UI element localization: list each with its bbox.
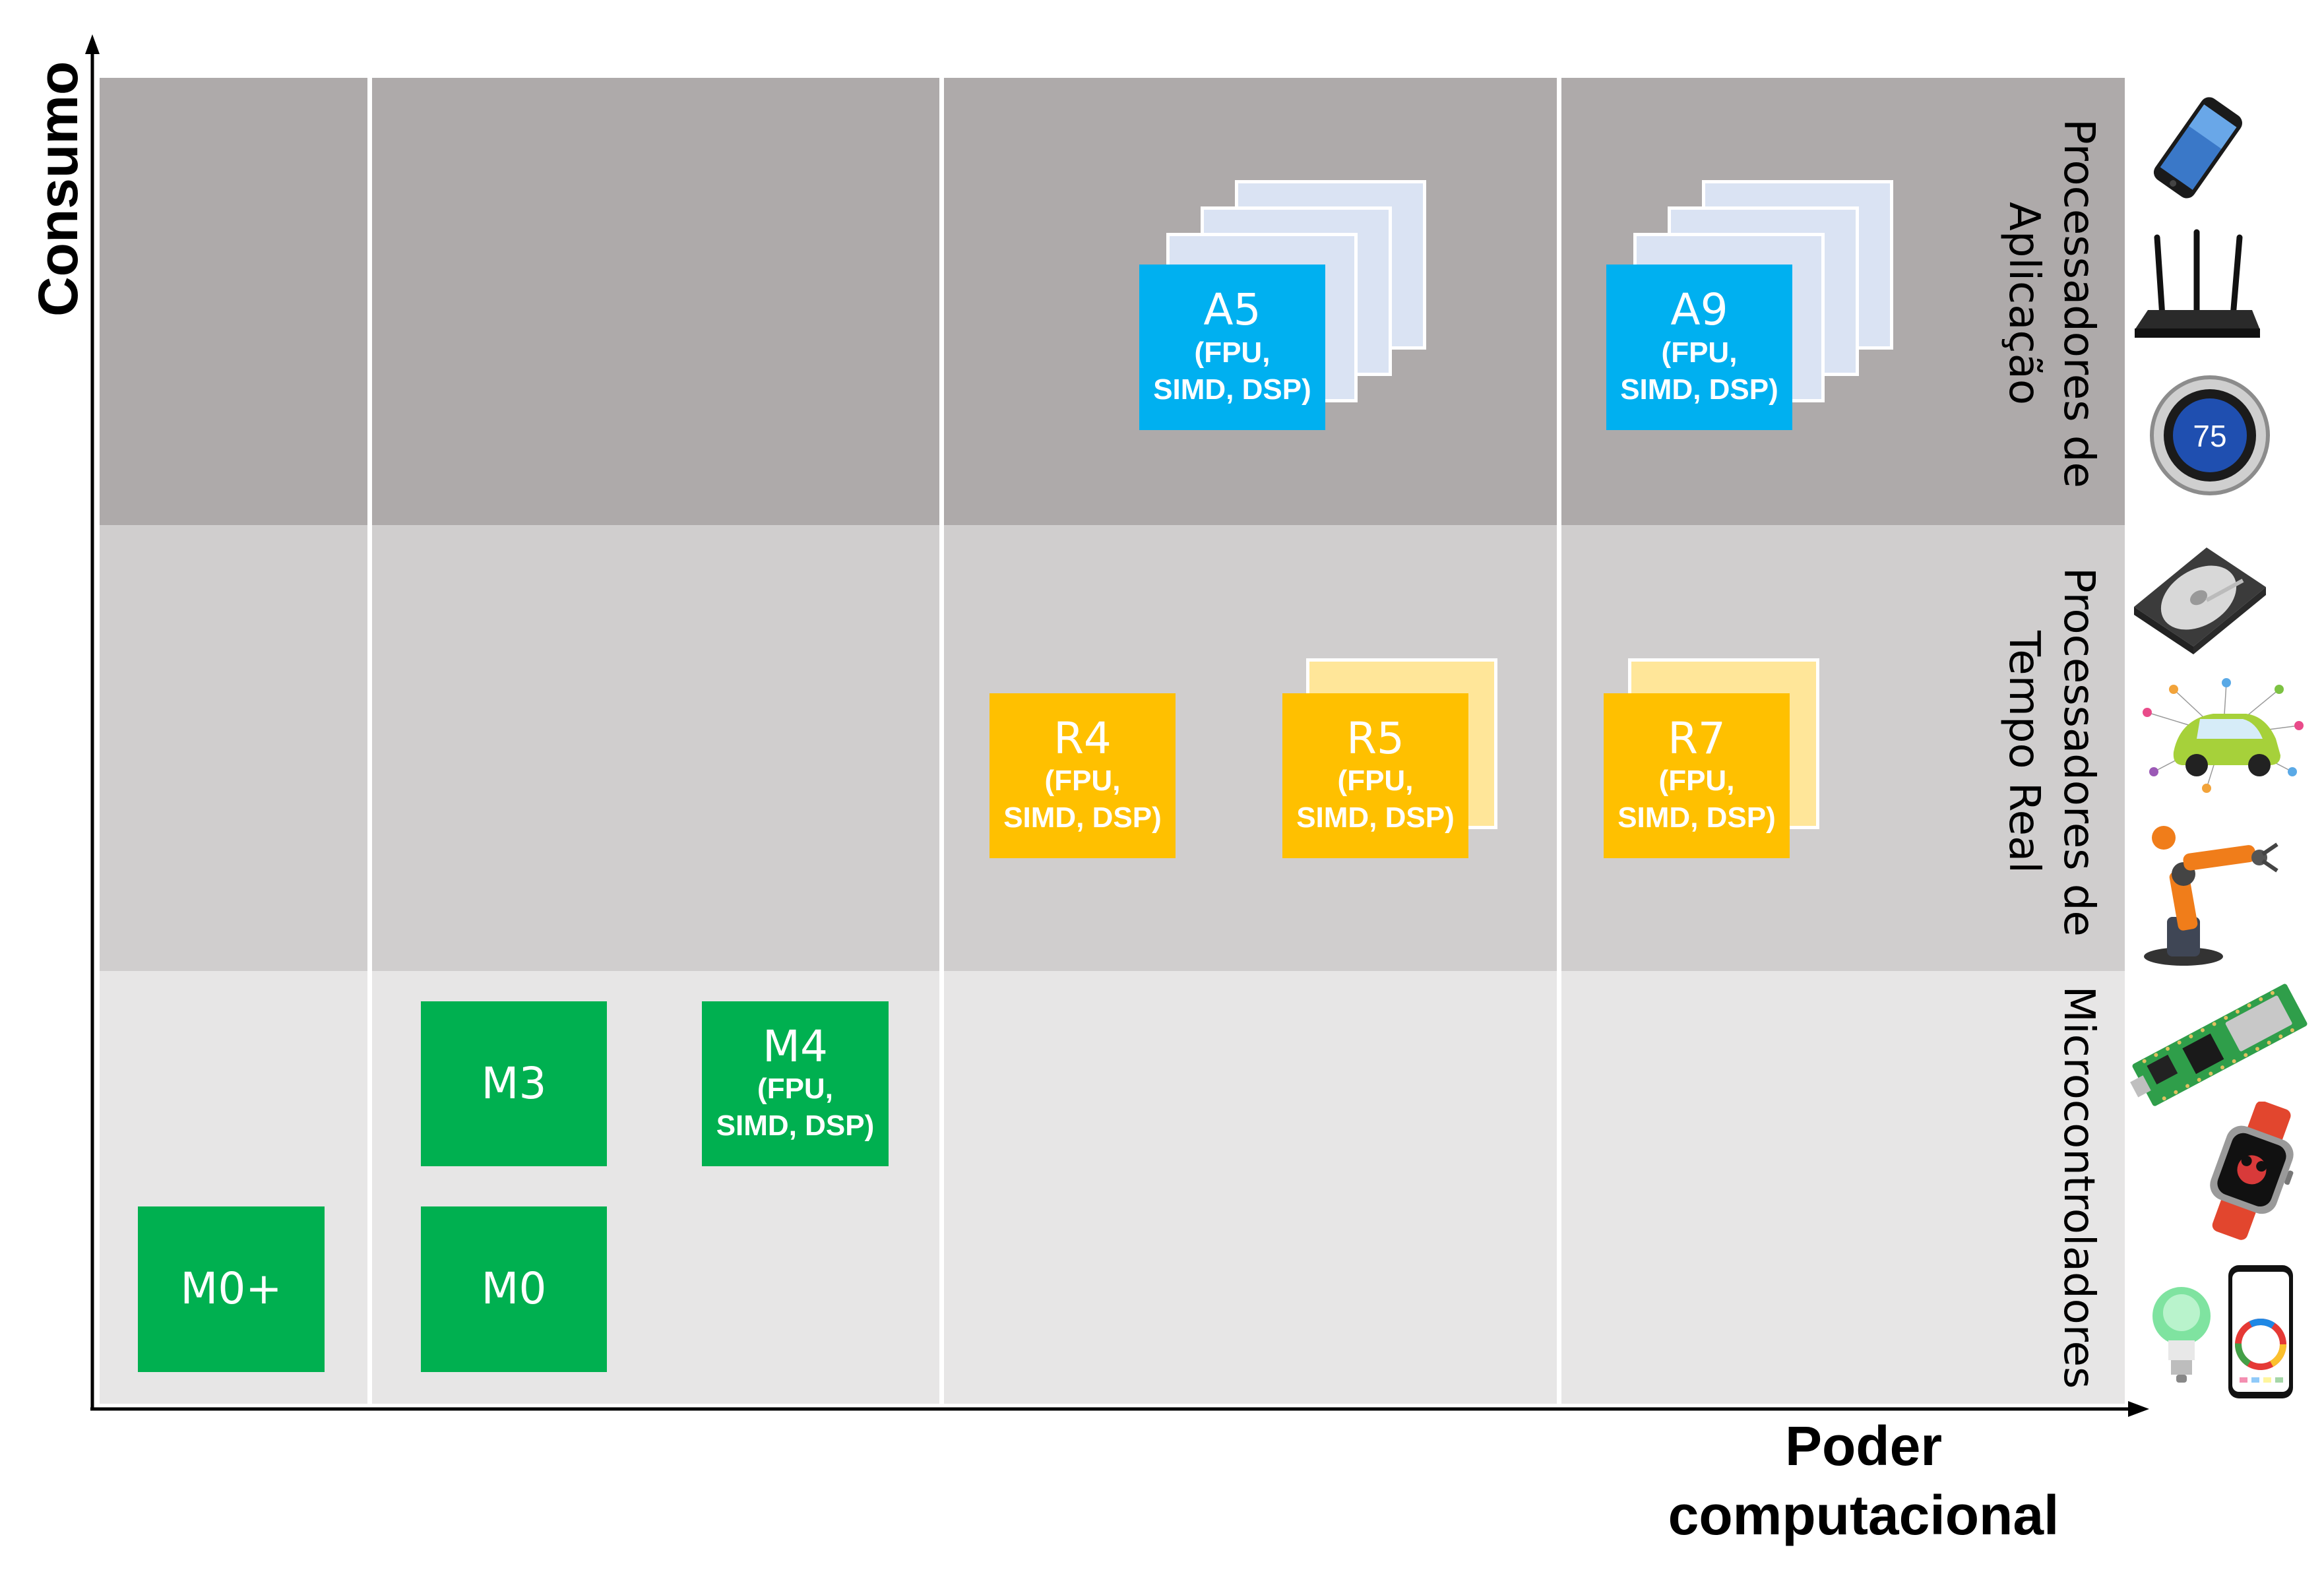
row-label-line1: Processadores de xyxy=(2054,567,2103,937)
grid-divider xyxy=(939,78,944,1404)
core-a5: A5 (FPU, SIMD, DSP) xyxy=(1139,265,1325,430)
core-m4: M4 (FPU, SIMD, DSP) xyxy=(702,1001,889,1166)
core-features: SIMD, DSP) xyxy=(1620,373,1778,406)
connected-car-icon xyxy=(2143,678,2304,793)
smartphone-icon xyxy=(2153,97,2242,199)
core-features: (FPU, xyxy=(757,1073,833,1106)
core-a9: A9 (FPU, SIMD, DSP) xyxy=(1606,265,1792,430)
grid-divider xyxy=(1557,78,1561,1404)
row-label-line2: Aplicação xyxy=(1999,202,2048,405)
core-features: SIMD, DSP) xyxy=(1153,373,1311,406)
x-axis-label-line1: Poder xyxy=(1784,1415,1943,1477)
core-name: A5 xyxy=(1203,284,1261,336)
core-features: SIMD, DSP) xyxy=(716,1110,875,1142)
core-features: SIMD, DSP) xyxy=(1617,801,1776,834)
thermostat-display: 75 xyxy=(2193,419,2226,453)
core-name: M0+ xyxy=(180,1263,282,1315)
core-name: M3 xyxy=(481,1057,547,1109)
robotic-arm-icon xyxy=(2144,826,2278,966)
core-features: (FPU, xyxy=(1194,336,1271,369)
microcontroller-board-icon xyxy=(2130,984,2308,1106)
core-m0plus: M0+ xyxy=(138,1206,325,1372)
core-features: (FPU, xyxy=(1337,765,1414,797)
row-label-realtime: Processadores de Tempo Real xyxy=(1996,554,2106,950)
x-axis-label-line2: computacional xyxy=(1668,1484,2059,1546)
core-r4: R4 (FPU, SIMD, DSP) xyxy=(989,693,1176,858)
smart-bulb-app-icon xyxy=(2152,1265,2293,1398)
thermostat-icon: 75 xyxy=(2150,375,2270,495)
core-features: (FPU, xyxy=(1044,765,1121,797)
core-name: R4 xyxy=(1053,712,1112,764)
row-label-application: Processadores de Aplicação xyxy=(1996,106,2106,501)
core-name: A9 xyxy=(1670,284,1728,336)
smartwatch-icon xyxy=(2210,1102,2294,1240)
row-label-line1: Processadores de xyxy=(2054,119,2103,488)
core-name: R7 xyxy=(1668,712,1726,764)
core-features: (FPU, xyxy=(1658,765,1735,797)
core-name: M0 xyxy=(481,1263,547,1315)
core-r7: R7 (FPU, SIMD, DSP) xyxy=(1604,693,1790,858)
core-features: (FPU, xyxy=(1661,336,1738,369)
core-m3: M3 xyxy=(421,1001,607,1166)
row-label-line1: Microcontroladores xyxy=(2054,985,2103,1389)
hard-drive-icon xyxy=(2134,547,2266,654)
core-name: M4 xyxy=(763,1020,828,1072)
core-features: SIMD, DSP) xyxy=(1296,801,1455,834)
core-m0: M0 xyxy=(421,1206,607,1372)
wifi-router-icon xyxy=(2135,229,2260,338)
core-name: R5 xyxy=(1346,712,1404,764)
y-axis-label: Consumo xyxy=(27,61,89,317)
row-label-line2: Tempo Real xyxy=(1999,630,2048,874)
row-label-microcontrollers: Microcontroladores xyxy=(2051,976,2106,1398)
core-r5: R5 (FPU, SIMD, DSP) xyxy=(1282,693,1468,858)
grid-divider xyxy=(367,78,372,1404)
x-axis-label: Poder computacional xyxy=(1616,1412,2111,1550)
core-features: SIMD, DSP) xyxy=(1003,801,1162,834)
